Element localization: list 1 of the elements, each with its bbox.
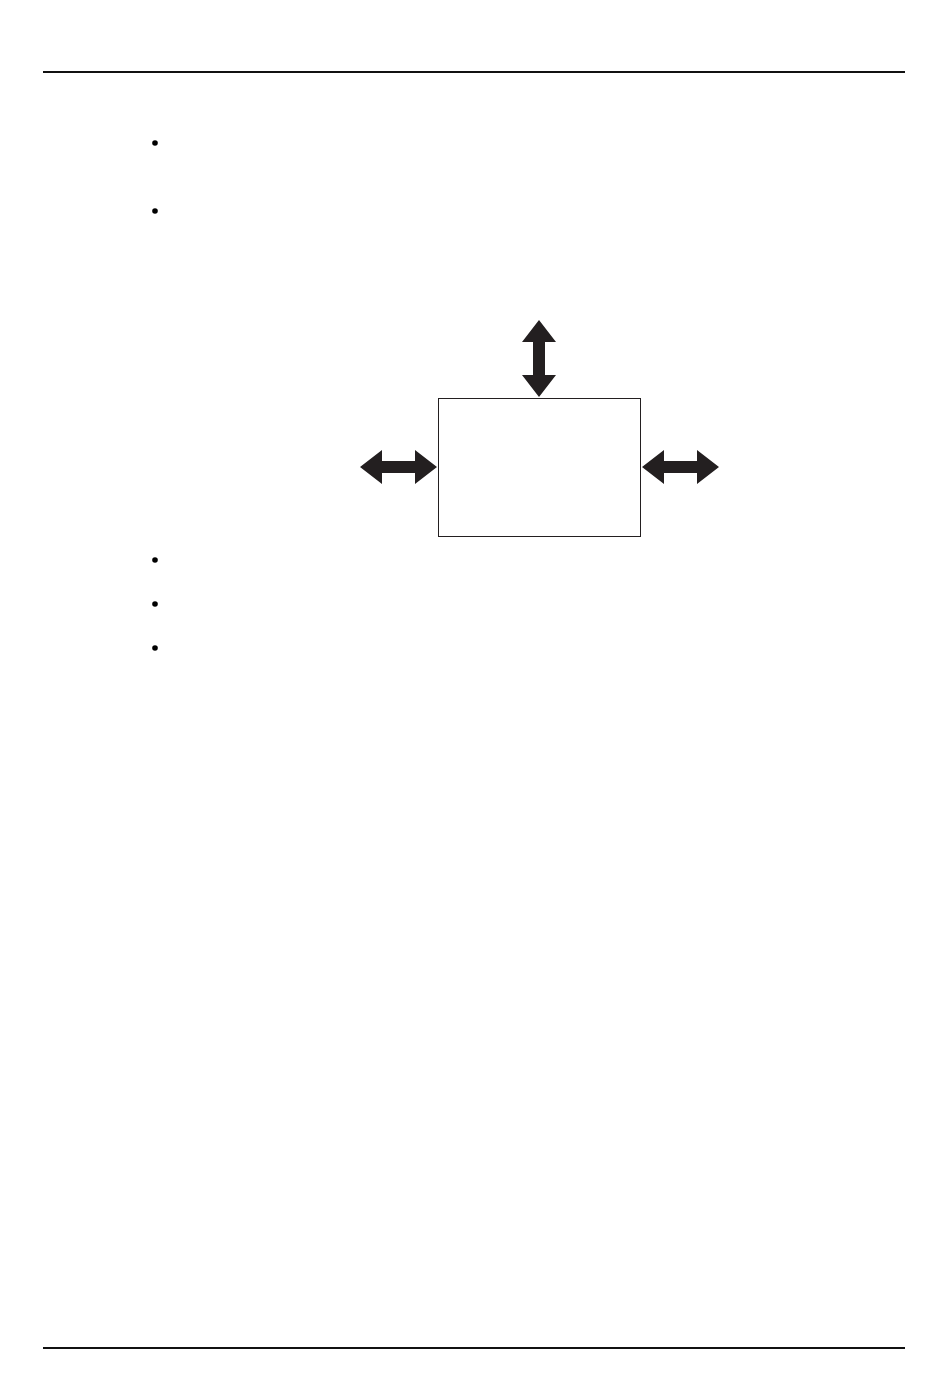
- device-box: [438, 398, 641, 537]
